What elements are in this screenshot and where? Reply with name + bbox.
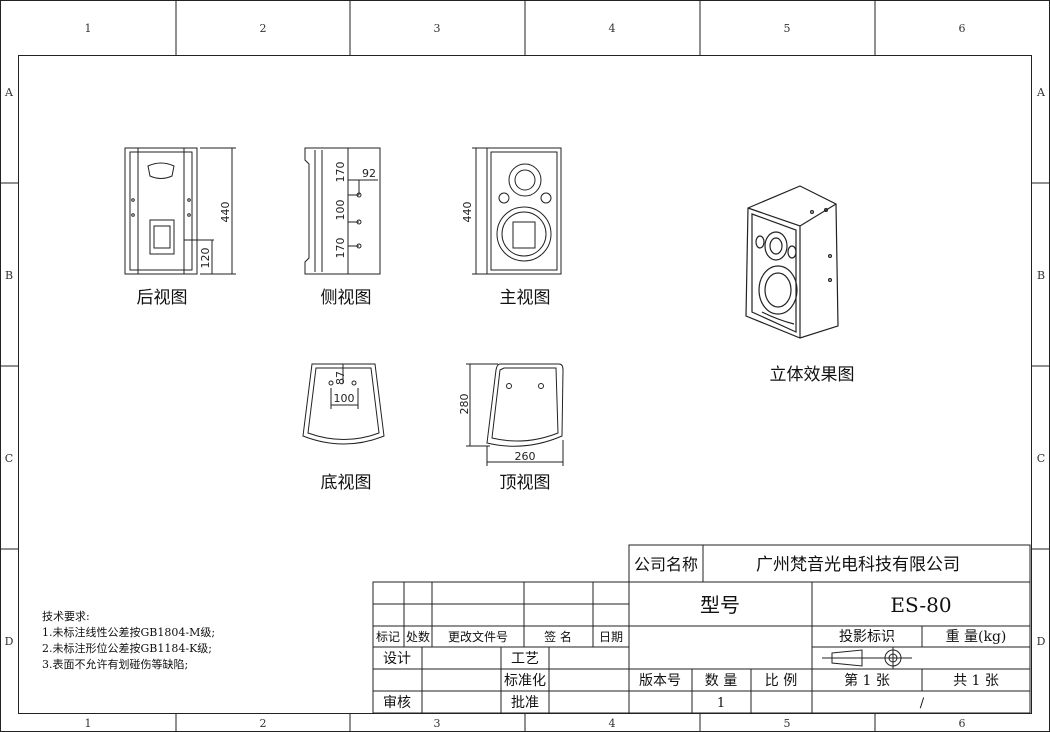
top-width-dim: 260 (515, 450, 536, 463)
bottom-view-caption: 底视图 (321, 473, 372, 493)
side-bottom-dim: 170 (334, 238, 347, 259)
zone-col-5-bottom: 5 (784, 717, 791, 730)
projection-label: 投影标识 (839, 629, 895, 645)
model-value: ES-80 (890, 593, 951, 617)
note-item: 2.未标注形位公差按GB1184-K级; (42, 642, 212, 655)
zone-col-3: 3 (434, 22, 441, 35)
zone-col-1-bottom: 1 (85, 717, 92, 730)
weight-label: 重 量(kg) (946, 629, 1007, 645)
top-depth-dim: 280 (458, 394, 471, 415)
notes-title: 技术要求: (42, 610, 90, 623)
front-view-caption: 主视图 (500, 288, 551, 308)
front-height-dim: 440 (461, 202, 474, 223)
note-item: 3.表面不允许有划碰伤等缺陷; (42, 658, 189, 671)
rear-mount-dim: 120 (199, 248, 212, 269)
projection-symbol-icon (822, 647, 912, 669)
zone-col-2: 2 (260, 22, 267, 35)
zone-col-3-bottom: 3 (434, 717, 441, 730)
scale-label: 比 例 (765, 673, 797, 689)
review-label: 审核 (383, 695, 411, 711)
note-item: 1.未标注线性公差按GB1804-M级; (42, 626, 216, 639)
side-top-dim: 170 (334, 162, 347, 183)
zone-row-b: B (5, 269, 13, 282)
zone-row-d: D (5, 635, 14, 648)
rev-header-doc: 更改文件号 (448, 629, 508, 644)
zone-row-c: C (5, 452, 13, 465)
rear-height-dim: 440 (219, 202, 232, 223)
rev-header-count: 处数 (406, 629, 430, 644)
zone-col-4-bottom: 4 (609, 717, 616, 730)
front-view-drawing (472, 147, 562, 275)
company-name: 广州梵音光电科技有限公司 (756, 555, 960, 575)
model-label: 型号 (700, 593, 740, 617)
process-label: 工艺 (511, 651, 539, 667)
zone-col-1: 1 (85, 22, 92, 35)
zone-col-6-bottom: 6 (959, 717, 966, 730)
rev-header-date: 日期 (599, 630, 623, 644)
title-block (372, 544, 1031, 714)
side-offset-dim: 92 (362, 167, 376, 180)
zone-row-c-right: C (1037, 452, 1045, 465)
total-label: 共 1 张 (953, 673, 999, 689)
bottom-width-dim: 100 (334, 392, 355, 405)
rev-header-sign: 签 名 (544, 629, 572, 644)
side-mid-dim: 100 (334, 200, 347, 221)
quantity-label: 数 量 (705, 673, 737, 689)
zone-row-b-right: B (1037, 269, 1045, 282)
zone-col-4: 4 (609, 22, 616, 35)
zone-row-d-right: D (1037, 635, 1046, 648)
quantity-value: 1 (717, 696, 725, 711)
weight-value: / (920, 696, 925, 711)
iso-view-caption: 立体效果图 (770, 365, 855, 385)
technical-notes: 技术要求: 1.未标注线性公差按GB1804-M级; 2.未标注形位公差按GB1… (42, 609, 215, 673)
sheet-label: 第 1 张 (844, 672, 890, 689)
rear-view-caption: 后视图 (137, 288, 188, 308)
isometric-view-drawing (745, 185, 839, 339)
side-view-caption: 侧视图 (321, 288, 372, 308)
zone-row-a-right: A (1036, 86, 1046, 99)
zone-col-6: 6 (959, 22, 966, 35)
standardize-label: 标准化 (504, 673, 546, 689)
side-view-drawing (304, 147, 381, 275)
design-label: 设计 (383, 651, 411, 667)
bottom-depth-dim: 87 (334, 371, 347, 385)
zone-col-5: 5 (784, 22, 791, 35)
rear-view-drawing (124, 147, 236, 275)
approve-label: 批准 (511, 695, 539, 711)
rev-header-mark: 标记 (376, 630, 400, 644)
zone-col-2-bottom: 2 (260, 717, 267, 730)
zone-row-a: A (4, 86, 14, 99)
bottom-view-drawing (302, 363, 385, 445)
top-view-drawing (466, 363, 564, 466)
top-view-caption: 顶视图 (500, 473, 551, 493)
version-label: 版本号 (639, 673, 681, 689)
company-label: 公司名称 (634, 555, 698, 574)
